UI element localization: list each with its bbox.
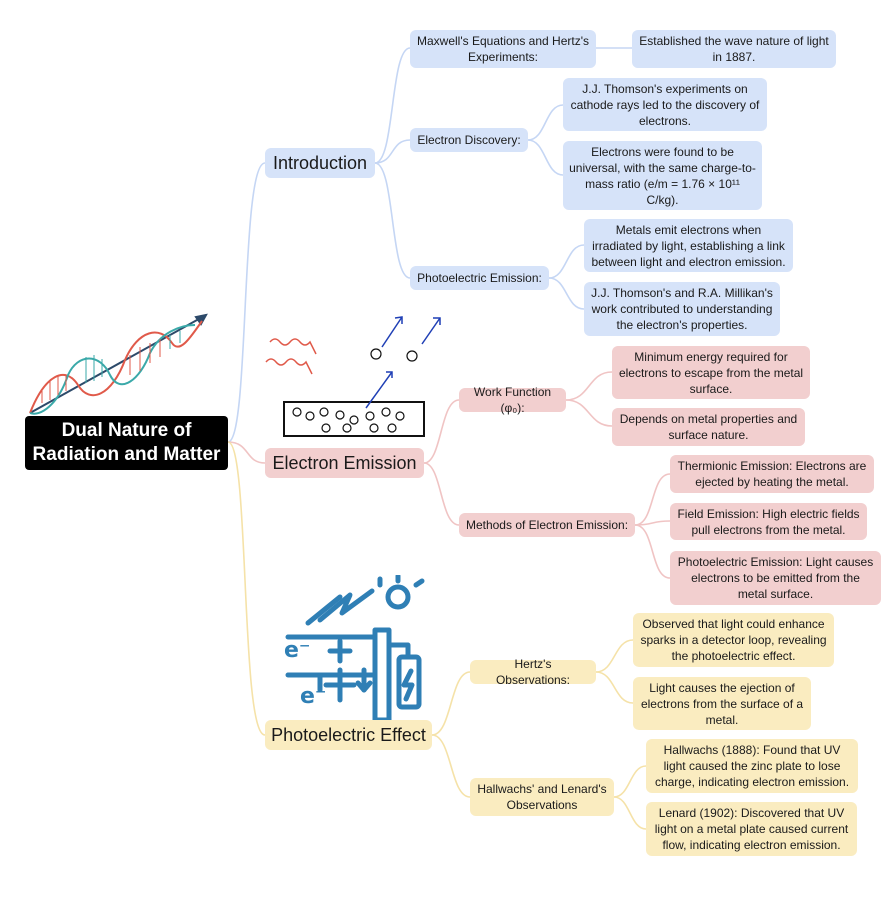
work-function-detail-1: Minimum energy required for electrons to… [612, 346, 810, 399]
methods-detail-3: Photoelectric Emission: Light causes ele… [670, 551, 881, 605]
work-function-detail-2: Depends on metal properties and surface … [612, 408, 805, 446]
svg-text:e⁻: e⁻ [284, 638, 311, 663]
svg-text:e⁻: e⁻ [300, 684, 327, 709]
hallwachs-node: Hallwachs' and Lenard's Observations [470, 778, 614, 816]
maxwell-detail: Established the wave nature of light in … [632, 30, 836, 68]
hallwachs-detail-1: Hallwachs (1888): Found that UV light ca… [646, 739, 858, 793]
root-title-line1: Dual Nature of [61, 420, 192, 441]
methods-detail-1: Thermionic Emission: Electrons are eject… [670, 455, 874, 493]
root-node: Dual Nature of Radiation and Matter [25, 416, 228, 470]
work-function-node: Work Function (φ₀): [459, 385, 566, 415]
hertz-detail-2: Light causes the ejection of electrons f… [633, 677, 811, 730]
electron-discovery-detail-2: Electrons were found to be universal, wi… [563, 141, 762, 210]
electron-emission-node: Electron Emission [265, 448, 424, 478]
maxwell-node: Maxwell's Equations and Hertz's Experime… [410, 30, 596, 68]
photoelectric-emission-detail-2: J.J. Thomson's and R.A. Millikan's work … [584, 282, 780, 336]
methods-node: Methods of Electron Emission: [459, 513, 635, 537]
photoelectric-cell-icon: e⁻ e⁻ [284, 575, 425, 720]
electron-discovery-detail-1: J.J. Thomson's experiments on cathode ra… [563, 78, 767, 131]
photoelectric-emission-node: Photoelectric Emission: [410, 266, 549, 290]
electron-discovery-node: Electron Discovery: [410, 128, 528, 152]
introduction-node: Introduction [265, 148, 375, 178]
photoelectric-emission-detail-1: Metals emit electrons when irradiated by… [584, 219, 793, 272]
hertz-detail-1: Observed that light could enhance sparks… [633, 613, 834, 667]
root-title-line2: Radiation and Matter [32, 444, 221, 465]
hallwachs-detail-2: Lenard (1902): Discovered that UV light … [646, 802, 857, 856]
electron-emission-icon [265, 316, 441, 437]
methods-detail-2: Field Emission: High electric fields pul… [670, 503, 867, 540]
hertz-node: Hertz's Observations: [470, 657, 596, 687]
wave-icon [29, 313, 208, 415]
photoelectric-effect-node: Photoelectric Effect [265, 720, 432, 750]
